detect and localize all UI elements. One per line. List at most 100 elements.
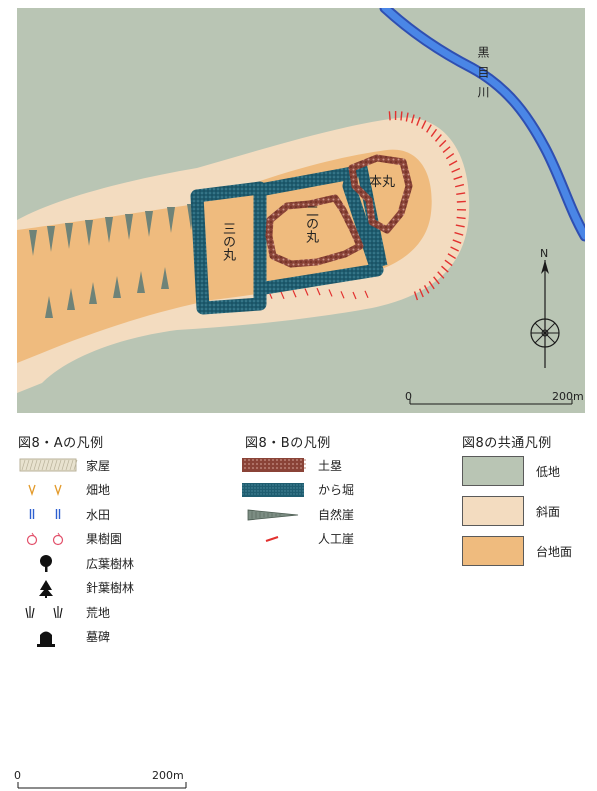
legend-a-item-label: 広葉樹林 <box>86 556 135 571</box>
legend-a-item-label: 果樹園 <box>86 532 123 546</box>
natural-cliff-wedge <box>85 220 93 246</box>
natural-cliff-wedge <box>137 271 145 293</box>
house-hatch-icon <box>18 455 88 475</box>
natural-cliff-wedge <box>125 214 133 240</box>
artificial-cliff-dash <box>405 112 409 122</box>
label-river: 黒目川 <box>475 46 490 106</box>
artificial-cliff-dash <box>456 216 466 220</box>
circle-mark-icon <box>18 529 88 549</box>
scale-top-start: 0 <box>405 391 412 402</box>
gravestone-icon <box>18 627 88 647</box>
legend-b-item-label: 自然崖 <box>318 507 355 522</box>
conifer-tree-icon <box>18 578 88 598</box>
natural-cliff-wedge <box>167 207 175 233</box>
castle-site-map: 本丸 二の丸 三の丸 黒目川 N 0 200m <box>17 2 591 413</box>
artificial-cliff-dash <box>411 114 415 124</box>
scale-top-end-text: 200m <box>552 390 584 403</box>
artificial-cliff-dash <box>441 265 449 273</box>
legend-common-swatch <box>462 536 524 566</box>
artificial-cliff-dash <box>442 146 451 153</box>
north-text: N <box>540 247 549 260</box>
natural-cliff-wedge <box>65 223 73 249</box>
v-mark-icon <box>18 480 88 500</box>
legend-a-item-row: 果樹園 <box>18 529 122 549</box>
artificial-cliff-dash <box>400 111 403 121</box>
river-water <box>381 4 589 240</box>
legend-a-item-label: 水田 <box>86 507 111 522</box>
legend-a-item-label: 墓碑 <box>86 630 111 644</box>
artificial-cliff-dash <box>430 128 438 137</box>
artificial-cliff-dash <box>450 246 459 252</box>
artificial-cliff-dash <box>455 224 465 228</box>
artificial-cliff-dash <box>448 160 458 166</box>
legend-b-item-row: 人工崖 <box>242 529 354 549</box>
artificial-cliff-dash <box>454 183 465 188</box>
artificial-cliff-dash <box>280 291 285 300</box>
artificial-cliff-dash <box>445 153 455 160</box>
artificial-cliff-dash <box>352 291 357 300</box>
legend-b-item-row: から堀 <box>242 480 354 500</box>
natural-cliff-wedge <box>29 230 37 256</box>
label-north: N <box>540 248 548 259</box>
natural-cliff-wedge <box>45 296 53 318</box>
river-text: 黒目川 <box>476 46 490 106</box>
scale-bottom-end: 200m <box>152 770 184 781</box>
legend-a-item-row: 家屋 <box>18 455 110 475</box>
legend-common-label: 低地 <box>536 465 561 479</box>
legend-a-item-row: 墓碑 <box>18 627 110 647</box>
legend-a-item-label: 荒地 <box>86 605 111 620</box>
ninomaru-text: 二の丸 <box>303 204 318 243</box>
natural-cliff-wedge <box>47 226 55 252</box>
artificial-cliff-dash <box>428 281 435 290</box>
legend-b-title: 図8・Bの凡例 <box>245 436 331 451</box>
earthwork-honmaru <box>348 154 413 234</box>
artificial-cliff-dash <box>423 285 430 294</box>
artificial-cliff-dash <box>434 134 442 142</box>
natural-cliff-wedge <box>161 267 169 289</box>
legend-a-item-label: 家屋 <box>86 458 111 473</box>
natural-cliff-wedge <box>89 282 97 304</box>
scale-bar-top <box>409 399 573 405</box>
artificial-cliff-dash <box>456 200 466 203</box>
artificial-cliff-dash <box>416 116 421 126</box>
north-arrow <box>530 260 560 368</box>
legend-a-item-row: 荒地 <box>18 602 110 622</box>
legend-common-swatch <box>462 496 524 526</box>
legend-a-item-row: 針葉樹林 <box>18 578 134 598</box>
natural-cliff-wedge <box>67 288 75 310</box>
artificial-cliff-dash <box>316 287 321 296</box>
scale-bottom-end-text: 200m <box>152 769 184 782</box>
artificial-cliff-dash <box>456 192 466 196</box>
scale-top-start-text: 0 <box>405 390 412 403</box>
artificial-cliff-dash <box>364 290 369 299</box>
label-sannomaru: 三の丸 <box>220 222 235 261</box>
artificial-cliff-dash <box>437 271 445 279</box>
artificial-cliff-dash <box>451 167 461 173</box>
label-honmaru: 本丸 <box>369 176 397 189</box>
legend-b-item-label: から堀 <box>318 483 355 497</box>
label-ninomaru: 二の丸 <box>303 204 318 243</box>
legend-b-item-row: 自然崖 <box>242 504 354 524</box>
legend-common-title: 図8の共通凡例 <box>462 436 552 451</box>
artificial-cliff-dash <box>433 276 440 285</box>
artificial-cliff-dash <box>426 124 432 133</box>
legend-b-item-label: 土塁 <box>318 458 343 473</box>
sannomaru-text: 三の丸 <box>220 222 235 261</box>
artificial-cliff-dash <box>447 253 457 260</box>
broadleaf-tree-icon <box>18 553 88 573</box>
artificial-cliff-dash <box>388 111 391 121</box>
scale-top-end: 200m <box>552 391 584 402</box>
legend-a-title: 図8・Aの凡例 <box>18 436 104 451</box>
artificial-cliff-dash <box>454 231 464 236</box>
moat-swatch-icon <box>242 480 312 500</box>
legend-a-item-row: 広葉樹林 <box>18 553 134 573</box>
legend-common-label: 台地面 <box>536 545 573 559</box>
artificial-cliff-dash <box>444 259 453 267</box>
map-canvas <box>17 2 591 413</box>
legend-common-swatch <box>462 456 524 486</box>
artificial-cliff-dash <box>453 175 463 180</box>
artificial-cliff-dash <box>418 288 424 298</box>
artificial-cliff-dash <box>413 291 419 301</box>
legend-common-label: 斜面 <box>536 505 561 519</box>
artificial-cliff-dash <box>328 289 333 297</box>
